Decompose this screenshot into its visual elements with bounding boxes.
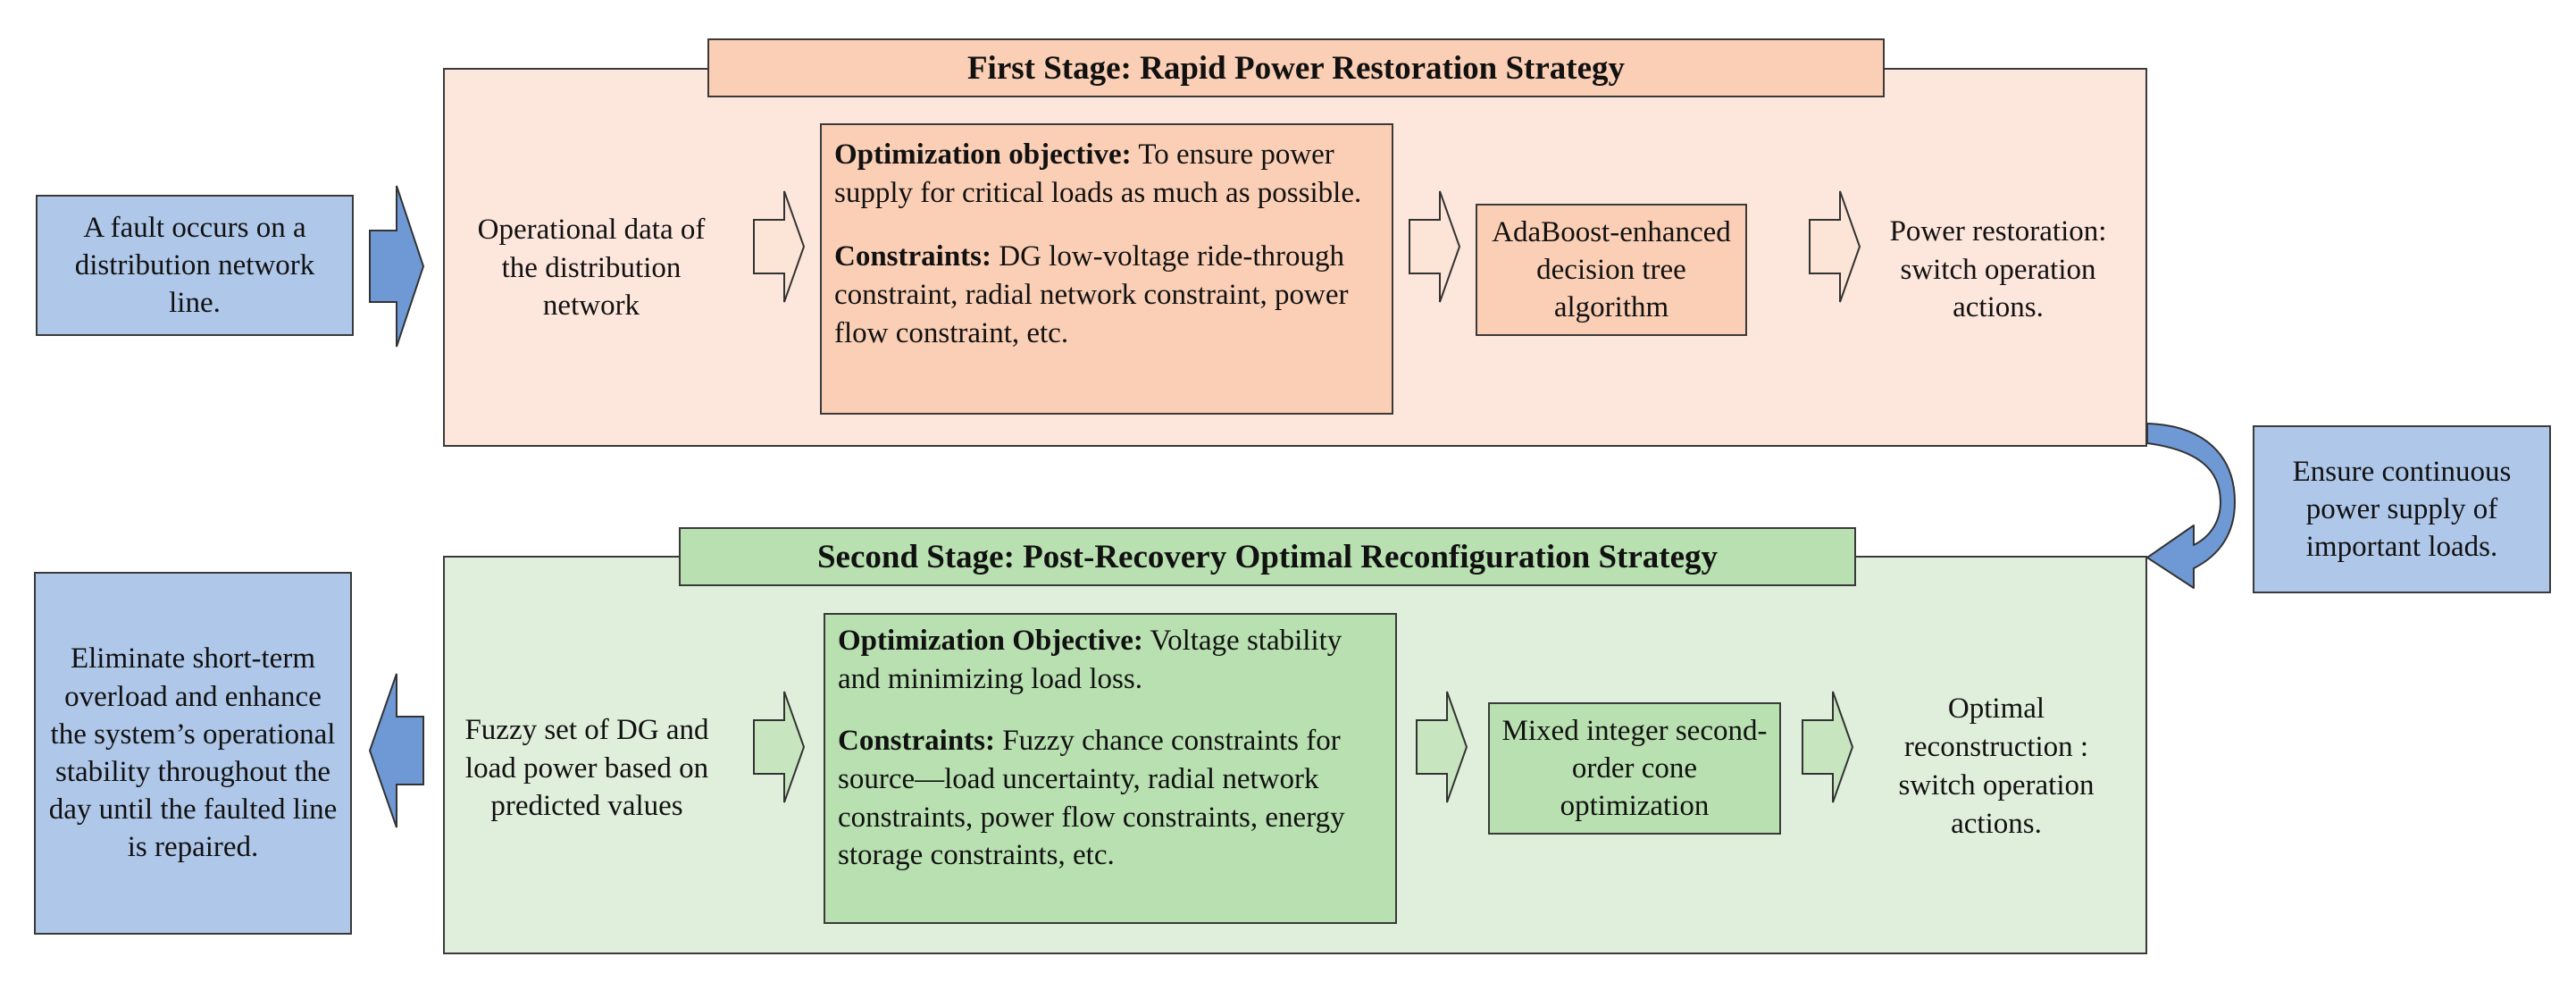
stage1-arrow-3 (1809, 190, 1861, 303)
stage2-arrow-1 (753, 691, 806, 803)
ensure-box: Ensure continuous power supply of import… (2253, 425, 2551, 593)
stage2-algorithm-box: Mixed integer second-order cone optimiza… (1488, 702, 1781, 835)
stage1-title: First Stage: Rapid Power Restoration Str… (707, 38, 1885, 97)
stage1-objective-box: Optimization objective: To ensure power … (820, 123, 1393, 415)
stage1-output-text: Power restoration: switch operation acti… (1889, 214, 2107, 324)
stage1-constraints: Constraints: DG low-voltage ride-through… (834, 238, 1379, 353)
stage2-arrow-3 (1802, 691, 1854, 803)
stage2-objective: Optimization Objective: Voltage stabilit… (838, 622, 1383, 699)
stage1-arrow-2 (1409, 190, 1461, 303)
stage1-arrow-1 (753, 190, 806, 303)
stage1-input-text: Operational data of the distribution net… (477, 213, 706, 323)
stage2-objective-text: Voltage stability and minimizing load lo… (838, 625, 1342, 695)
fault-to-stage1-arrow (369, 185, 425, 348)
stage2-arrow-2 (1416, 691, 1468, 803)
stage2-objective-box: Optimization Objective: Voltage stabilit… (824, 613, 1397, 924)
stage1-constraints-text: DG low-voltage ride-through constraint, … (834, 239, 1349, 349)
stage1-constraints-label: Constraints: (834, 239, 992, 273)
curved-transition-arrow (2146, 423, 2236, 589)
stage1-objective: Optimization objective: To ensure power … (834, 136, 1379, 213)
stage1-objective-label: Optimization objective: (834, 138, 1132, 171)
eliminate-box: Eliminate short-term overload and enhanc… (34, 572, 352, 935)
stage2-objective-label: Optimization Objective: (838, 625, 1143, 657)
stage2-to-eliminate-arrow (368, 673, 424, 828)
stage1-objective-text: To ensure power supply for critical load… (834, 138, 1362, 209)
stage2-title: Second Stage: Post-Recovery Optimal Reco… (679, 527, 1856, 586)
stage2-constraints-text: Fuzzy chance constraints for source—load… (838, 724, 1345, 872)
stage2-constraints-label: Constraints: (838, 724, 996, 757)
fault-box: A fault occurs on a distribution network… (36, 195, 354, 336)
stage1-algorithm-box: AdaBoost-enhanced decision tree algorith… (1476, 204, 1747, 336)
stage2-input-text: Fuzzy set of DG and load power based on … (464, 713, 709, 823)
stage2-constraints: Constraints: Fuzzy chance constraints fo… (838, 722, 1383, 876)
stage2-output-text: Optimal reconstruction : switch operatio… (1898, 692, 2095, 840)
